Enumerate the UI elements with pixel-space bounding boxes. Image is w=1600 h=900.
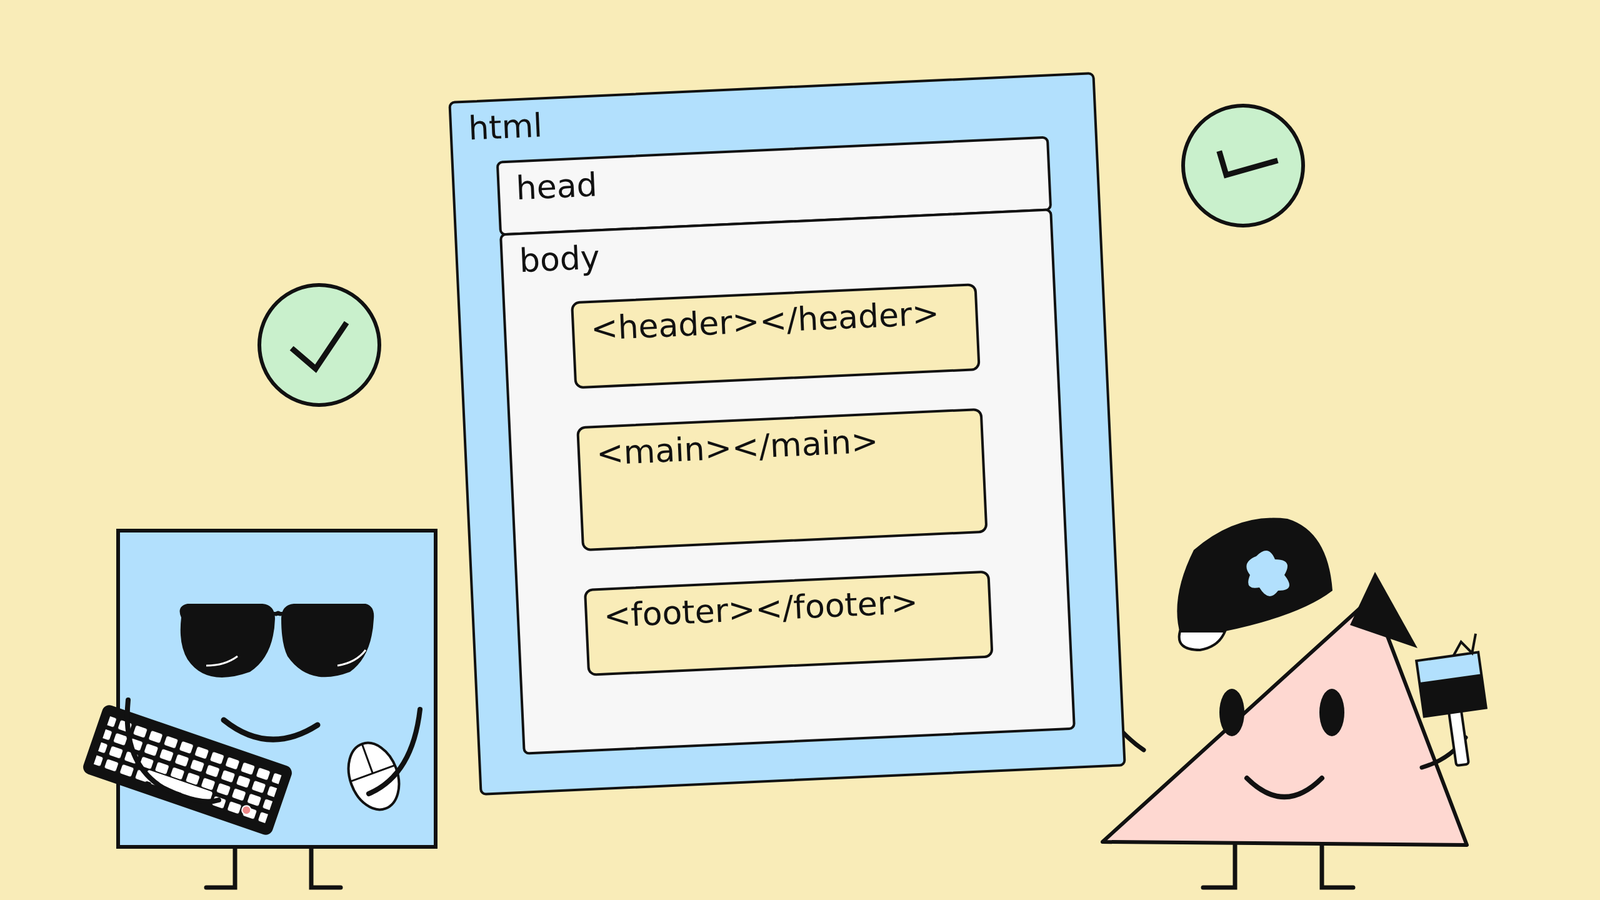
illustration-part: [1179, 631, 1225, 650]
node-label: head: [515, 166, 598, 208]
check-circle: [1183, 105, 1304, 226]
illustration-part: [368, 709, 420, 794]
illustration-part: [265, 611, 291, 616]
node-label: <main></main>: [595, 422, 880, 473]
illustration-part: [1176, 518, 1333, 638]
node-label: html: [467, 106, 544, 148]
square-character: [81, 530, 436, 888]
illustration-part: [81, 703, 294, 837]
illustration-part: [223, 720, 318, 740]
illustration-part: [206, 650, 366, 666]
illustration-part: [1413, 633, 1494, 770]
illustration-part: [1246, 550, 1290, 597]
illustration-part: [1350, 571, 1418, 649]
illustration-part: [81, 703, 294, 837]
illustration-part: [1450, 633, 1479, 656]
illustration-part: [240, 804, 252, 816]
illustration-part: [1183, 105, 1304, 226]
footer-element: <footer></footer>: [583, 570, 994, 677]
html-box: html head body <header></header> <main></mai…: [448, 71, 1126, 796]
main-element: <main></main>: [576, 408, 988, 552]
node-label: body: [518, 238, 601, 280]
illustration-part: [1203, 843, 1354, 888]
node-label: <header></header>: [590, 295, 940, 349]
triangle-character: [1102, 518, 1494, 888]
illustration-part: [127, 700, 219, 802]
illustration-part: [180, 603, 275, 678]
illustration-part: [1419, 673, 1487, 717]
illustration-part: [339, 735, 408, 817]
illustration-part: [1246, 778, 1322, 797]
illustration-part: [93, 713, 283, 825]
illustration-part: [144, 769, 214, 803]
illustration-part: [339, 735, 408, 817]
illustration-part: [281, 603, 374, 677]
illustration-part: [1416, 651, 1487, 717]
header-element: <header></header>: [570, 283, 981, 389]
illustration-part: [339, 735, 395, 782]
illustration-part: [1319, 688, 1345, 737]
check-circle: [259, 285, 380, 405]
illustration-part: [1219, 688, 1245, 737]
illustration-part: [1220, 153, 1275, 175]
body-section: body <header></header> <main></main> <foote…: [499, 208, 1076, 755]
node-label: <footer></footer>: [603, 583, 919, 636]
illustration-part: [1448, 708, 1469, 766]
illustration-part: [1102, 596, 1467, 845]
illustration-part: [259, 285, 380, 405]
illustration-part: [206, 846, 341, 888]
illustration-part: [293, 325, 345, 369]
